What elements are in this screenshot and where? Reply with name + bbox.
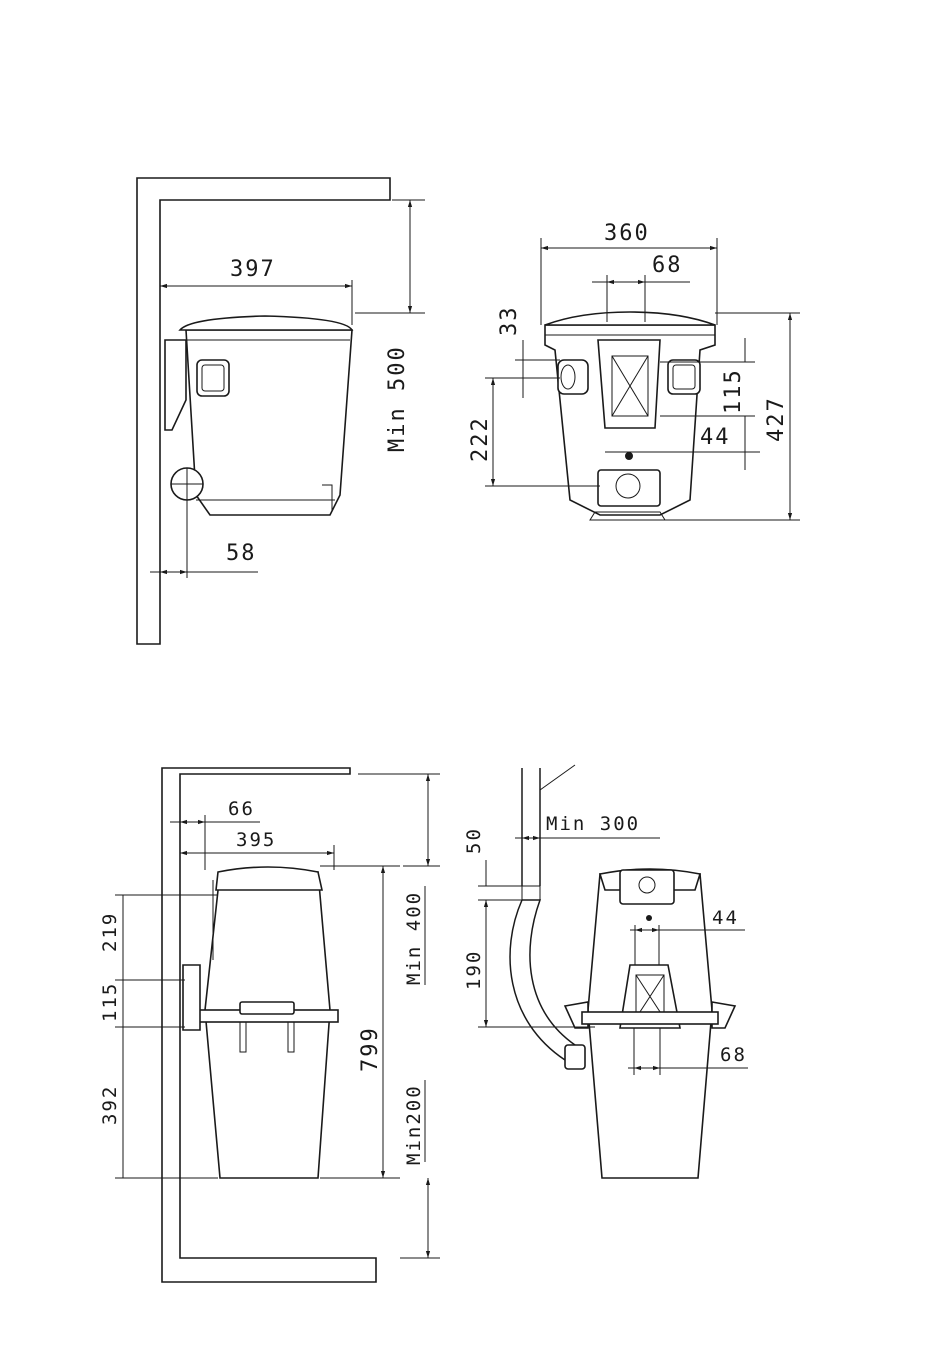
dimension-360: 360 bbox=[541, 221, 717, 325]
dim-392-label: 392 bbox=[99, 1085, 121, 1125]
dim-115-label: 115 bbox=[721, 368, 746, 414]
dimension-min-400-min-200: Min 400 Min200 bbox=[358, 774, 440, 1258]
dim-44-bottom-label: 44 bbox=[712, 907, 739, 929]
dim-33-label: 33 bbox=[497, 306, 522, 337]
vacuum-unit-front-tall bbox=[565, 869, 735, 1178]
dim-68-top-label: 68 bbox=[652, 253, 683, 278]
dim-min-300-label: Min 300 bbox=[546, 813, 640, 835]
dim-66-label: 66 bbox=[228, 798, 255, 820]
dimension-397: 397 bbox=[160, 257, 352, 325]
dim-min-400-label: Min 400 bbox=[403, 891, 425, 985]
dimension-395: 395 bbox=[180, 829, 334, 870]
dimension-219-115-392: 219 115 392 bbox=[99, 895, 218, 1178]
dim-50-label: 50 bbox=[463, 827, 485, 854]
dim-360-label: 360 bbox=[604, 221, 650, 246]
vacuum-unit-side bbox=[165, 316, 352, 515]
dim-395-label: 395 bbox=[236, 829, 276, 851]
view-top-side: 397 58 Min 500 bbox=[137, 178, 425, 644]
dimension-50-190: 50 190 bbox=[463, 827, 595, 1027]
dim-min-500-label: Min 500 bbox=[385, 345, 410, 452]
dim-115-side-label: 115 bbox=[99, 982, 121, 1022]
dim-427-label: 427 bbox=[764, 396, 789, 442]
dim-219-label: 219 bbox=[99, 912, 121, 952]
dim-397-label: 397 bbox=[230, 257, 276, 282]
view-bottom-front: Min 300 50 190 44 68 bbox=[463, 765, 748, 1178]
dimension-min-300: Min 300 bbox=[515, 813, 660, 838]
dimension-33: 33 bbox=[497, 306, 560, 399]
dim-44-top-label: 44 bbox=[700, 425, 731, 450]
dim-799-label: 799 bbox=[358, 1026, 383, 1072]
dim-190-label: 190 bbox=[463, 950, 485, 990]
vacuum-unit-side-tall bbox=[183, 867, 338, 1178]
dim-68-bottom-label: 68 bbox=[720, 1044, 747, 1066]
dim-222-label: 222 bbox=[468, 416, 493, 462]
view-top-front: 360 68 33 222 115 bbox=[468, 221, 800, 520]
dimension-min-500: Min 500 bbox=[355, 200, 425, 452]
dim-58-label: 58 bbox=[226, 541, 257, 566]
view-bottom-side: 66 395 219 115 392 799 bbox=[99, 768, 440, 1282]
dim-min-200-label: Min200 bbox=[403, 1084, 425, 1165]
